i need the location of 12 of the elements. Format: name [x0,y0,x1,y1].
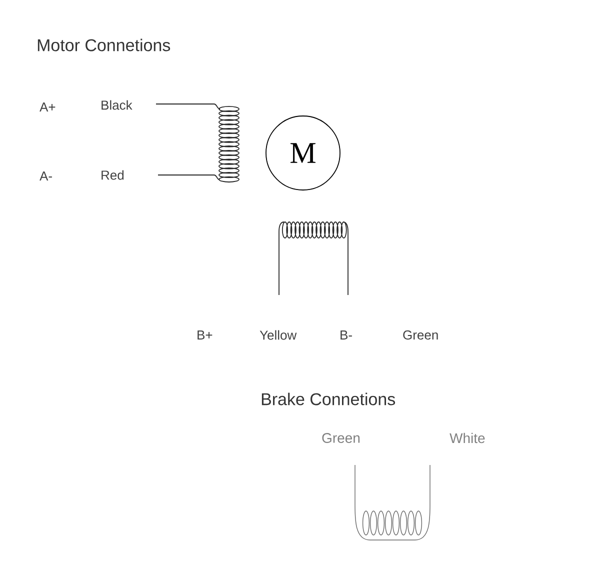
wire-label: Black [102,100,132,110]
wire-label: A+ [40,102,56,112]
wire-label: Green [322,433,360,443]
wire-label: A- [40,172,52,180]
wire-label: Red [102,170,124,180]
heading: Brake Connetions [262,392,396,406]
wire-label: B- [340,330,352,340]
wire-label: Green [403,330,438,340]
wire-label: Yellow [260,330,297,340]
wire-label: B+ [198,330,212,340]
wire-label: White [450,432,485,444]
title: Motor Connetions [38,38,170,52]
